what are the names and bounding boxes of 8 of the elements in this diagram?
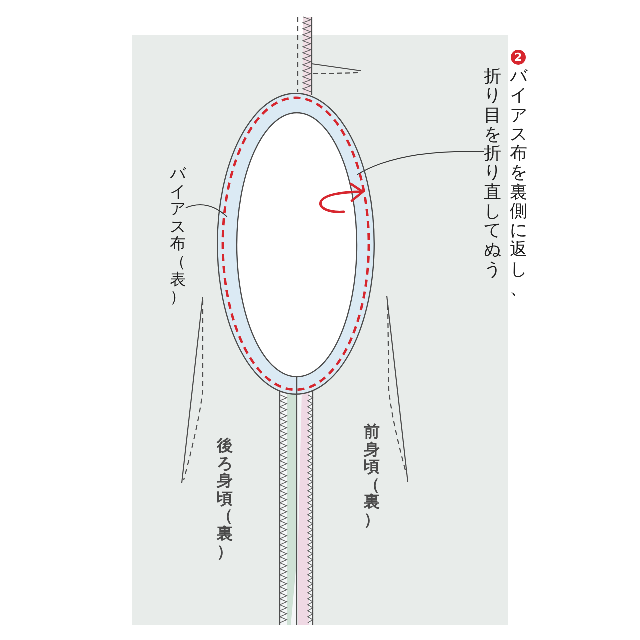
bias-tape-band <box>217 93 375 395</box>
step-number: 2 <box>511 50 526 65</box>
instruction-text: バイアス布を裏側に返し、折り目を折り直してぬう <box>484 68 528 299</box>
leader-line <box>186 204 228 218</box>
part-label: バイアス布（表） <box>170 165 186 306</box>
leader-line <box>356 151 484 176</box>
part-label: 前身頃（裏） <box>364 423 380 529</box>
part-label: 後ろ身頃（裏） <box>217 437 233 560</box>
